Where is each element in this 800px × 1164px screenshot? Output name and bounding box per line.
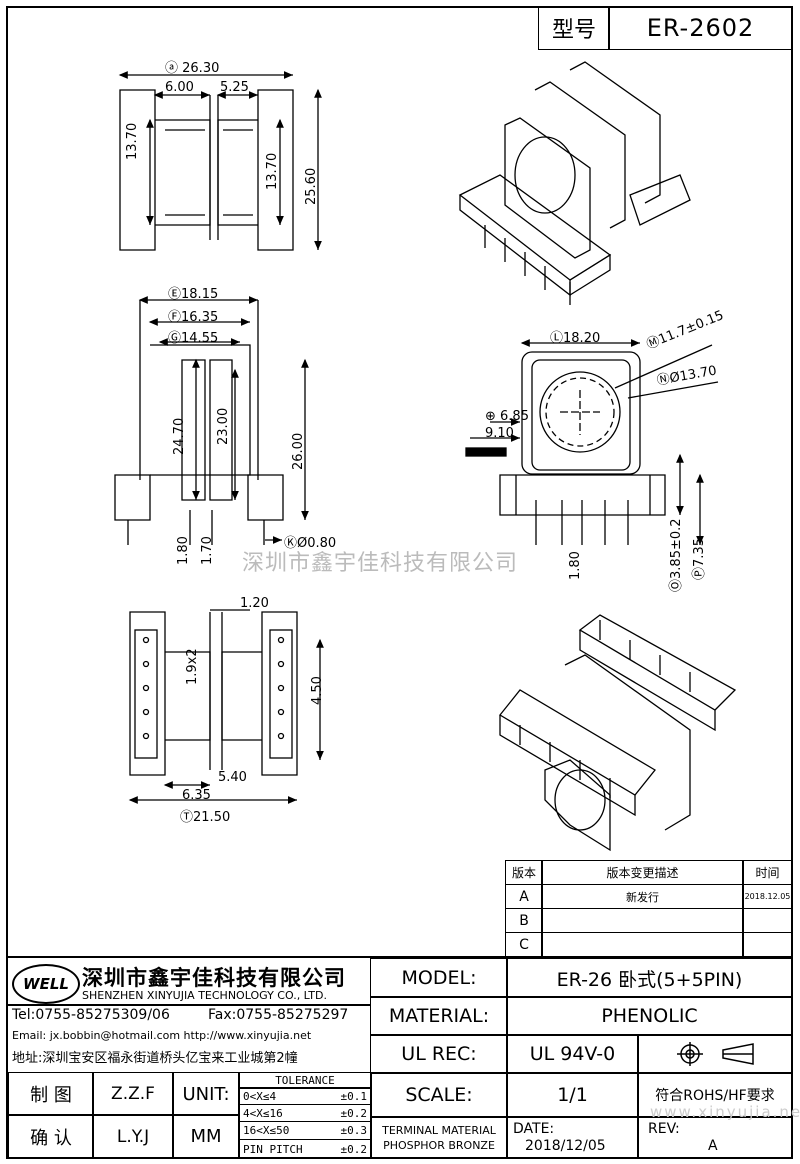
rev-row-ver: A — [505, 884, 543, 909]
drawn-label: 制 图 — [8, 1072, 94, 1116]
rohs-compliance: 符合ROHS/HF要求 — [637, 1072, 793, 1118]
company-address: 地址:深圳宝安区福永街道桥头亿宝来工业城第2幢 — [12, 1051, 298, 1066]
dim-side-pin: 1.80 — [568, 551, 583, 580]
check-value: L.Y.J — [92, 1114, 174, 1159]
isometric-bottom — [499, 614, 737, 852]
rev-row-date — [742, 908, 793, 933]
dim-offset-1: ⊕ 6.85 — [485, 409, 529, 424]
dim-o-height: Ⓞ3.85±0.2 — [669, 518, 684, 592]
projection-symbol — [637, 1034, 793, 1074]
dim-pitch: 1.9x2 — [185, 648, 200, 685]
ulrec-label: UL REC: — [370, 1034, 508, 1074]
rev-row-ver: C — [505, 932, 543, 957]
dim-offset-2: 9.10 — [485, 426, 514, 441]
model-value: ER-26 卧式(5+5PIN) — [506, 958, 793, 998]
scale-label: SCALE: — [370, 1072, 508, 1118]
rev-header-date: 时间 — [742, 860, 793, 885]
model-label: MODEL: — [370, 958, 508, 998]
company-fax: Fax:0755-85275297 — [208, 1007, 349, 1023]
tolerance-row: 16<X≤50±0.3 — [238, 1121, 372, 1140]
company-logo: WELL — [12, 964, 80, 1004]
dim-overall-height: 25.60 — [304, 167, 319, 205]
dim-i-height: 23.00 — [216, 407, 231, 445]
company-name-cn: 深圳市鑫宇佳科技有限公司 — [82, 966, 346, 990]
crosshair-icon — [677, 1042, 703, 1066]
date-cell: DATE: 2018/12/05 — [506, 1116, 639, 1159]
dim-s: 6.35 — [182, 788, 211, 803]
company-name-en: SHENZHEN XINYUJIA TECHNOLOGY CO., LTD. — [82, 989, 327, 1002]
drawn-value: Z.Z.F — [92, 1072, 174, 1116]
top-view — [118, 71, 322, 251]
check-label: 确 认 — [8, 1114, 94, 1159]
bottom-view — [128, 609, 324, 804]
rev-row-date — [742, 932, 793, 957]
dim-overall-width: ⓐ 26.30 — [165, 61, 220, 76]
projection-cone-icon — [722, 1043, 754, 1065]
company-block: WELL 深圳市鑫宇佳科技有限公司 SHENZHEN XINYUJIA TECH… — [8, 958, 370, 1070]
dim-p-height: Ⓟ7.35 — [692, 538, 707, 580]
rev-header-desc: 版本变更描述 — [541, 860, 744, 885]
unit-value: MM — [172, 1114, 240, 1159]
dim-g-width: Ⓖ14.55 — [168, 331, 219, 346]
dim-e-width: Ⓔ18.15 — [168, 287, 219, 302]
terminal-material: TERMINAL MATERIAL PHOSPHOR BRONZE — [370, 1116, 508, 1159]
dim-r: 5.40 — [218, 770, 247, 785]
rev-row-date: 2018.12.05 — [742, 884, 793, 909]
tolerance-row: 4<X≤16±0.2 — [238, 1104, 372, 1122]
company-email: Email: jx.bobbin@hotmail.com http://www.… — [12, 1029, 312, 1042]
company-tel: Tel:0755-85275309/06 — [12, 1007, 170, 1023]
model-code-cell: ER-2602 — [608, 6, 793, 50]
isometric-assembled — [458, 61, 691, 305]
watermark-url: www.xinyujia.net — [650, 1103, 800, 1121]
tolerance-row: PIN PITCH±0.2 — [238, 1139, 372, 1159]
tolerance-title: TOLERANCE — [238, 1072, 372, 1089]
dim-t-overall: Ⓣ21.50 — [180, 810, 231, 825]
model-code: ER-2602 — [646, 14, 755, 42]
unit-label: UNIT: — [172, 1072, 240, 1116]
type-label-cell: 型号 — [538, 6, 610, 50]
dim-h-height: 24.70 — [172, 417, 187, 455]
dim-pin-dia: ⓀØ0.80 — [284, 536, 337, 551]
drawing-views — [114, 61, 737, 852]
tolerance-row: 0<X≤4±0.1 — [238, 1087, 372, 1105]
type-label: 型号 — [551, 18, 596, 43]
rev-row-desc — [541, 932, 744, 957]
dim-f-width: Ⓕ16.35 — [168, 310, 219, 325]
dim-pitch-q: 4.50 — [310, 676, 325, 705]
rev-row-ver: B — [505, 908, 543, 933]
dim-thickness: 1.20 — [240, 596, 269, 611]
ulrec-value: UL 94V-0 — [506, 1034, 639, 1074]
material-value: PHENOLIC — [506, 996, 793, 1036]
dim-pin-a: 1.80 — [176, 536, 191, 565]
dim-b-width: 6.00 — [165, 80, 194, 95]
rev-cell: REV: A — [637, 1116, 793, 1159]
dim-pin-b: 1.70 — [200, 536, 215, 565]
side-view — [465, 339, 719, 545]
scale-value: 1/1 — [506, 1072, 639, 1118]
dim-c-width: 5.25 — [220, 80, 249, 95]
dim-left-height: 13.70 — [125, 122, 140, 160]
rev-row-desc — [541, 908, 744, 933]
dim-j-height: 26.00 — [291, 432, 306, 470]
rev-row-desc: 新发行 — [541, 884, 744, 909]
watermark-text: 深圳市鑫宇佳科技有限公司 — [242, 551, 519, 576]
dim-right-height: 13.70 — [265, 152, 280, 190]
material-label: MATERIAL: — [370, 996, 508, 1036]
dim-l-width: Ⓛ18.20 — [550, 331, 601, 346]
title-block-divider — [6, 956, 793, 958]
rev-header-ver: 版本 — [505, 860, 543, 885]
front-view — [114, 296, 309, 545]
